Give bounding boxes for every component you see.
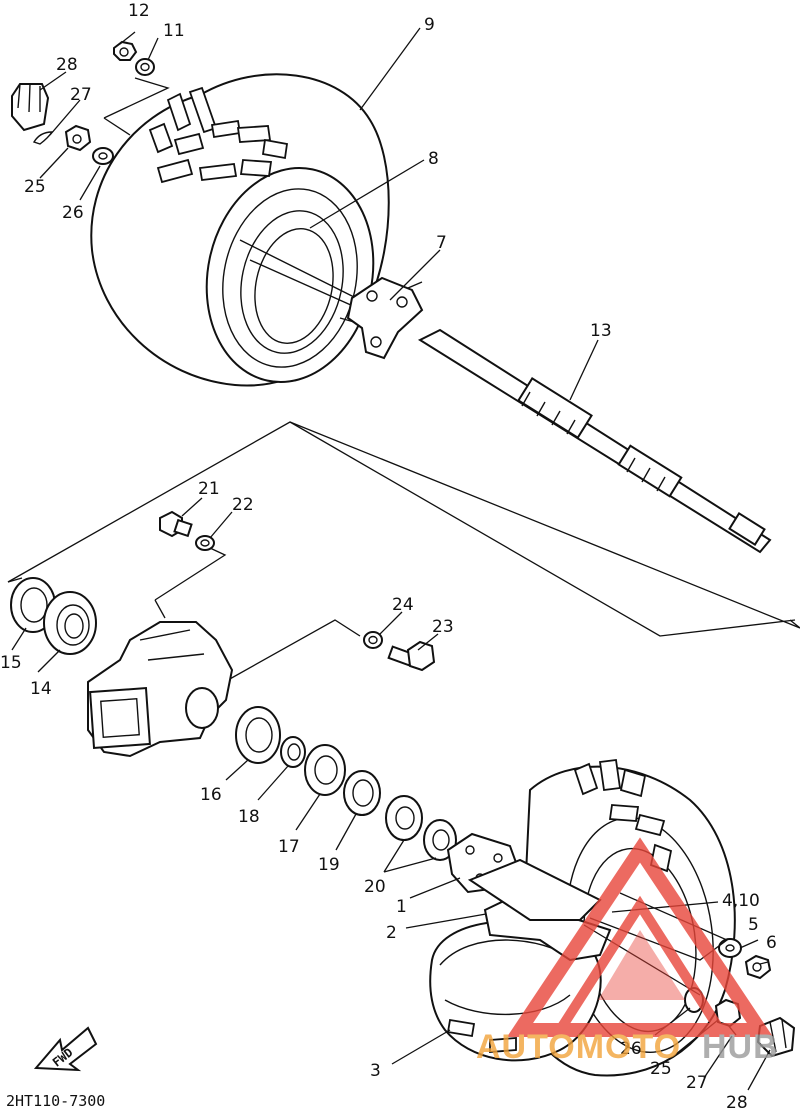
- cotter-pin-27-top: [32, 131, 54, 145]
- label-24: 24: [392, 595, 414, 615]
- axle-housing: [87, 621, 234, 758]
- label-26-bottom: 26: [620, 1039, 642, 1059]
- nut-12: [113, 40, 138, 61]
- label-14: 14: [30, 679, 52, 699]
- label-16: 16: [200, 785, 222, 805]
- watermark-brand-left: AUTOMOTO: [476, 1028, 681, 1066]
- nut-6: [744, 954, 772, 980]
- bearing-17: [304, 744, 346, 796]
- label-20: 20: [364, 877, 386, 897]
- label-8: 8: [428, 149, 439, 169]
- washer-11: [135, 58, 155, 76]
- label-1: 1: [396, 897, 407, 917]
- rear-axle-shaft: [417, 328, 772, 554]
- bolt-23: [387, 640, 436, 672]
- label-11: 11: [163, 21, 185, 41]
- bearing-20a: [385, 795, 423, 841]
- label-22: 22: [232, 495, 254, 515]
- watermark-triangle: [506, 837, 774, 1037]
- label-7: 7: [436, 233, 447, 253]
- label-23: 23: [432, 617, 454, 637]
- washer-22: [195, 535, 215, 551]
- washer-24: [363, 631, 383, 649]
- label-3: 3: [370, 1061, 381, 1081]
- bolt-21: [159, 510, 193, 538]
- label-27-top: 27: [70, 85, 92, 105]
- label-2: 2: [386, 923, 397, 943]
- label-6: 6: [766, 933, 777, 953]
- spacer-18: [280, 736, 306, 768]
- label-25-top: 25: [24, 177, 46, 197]
- label-12: 12: [128, 1, 150, 21]
- oil-seal-19: [343, 770, 381, 816]
- nut-25-top: [64, 124, 92, 152]
- label-19: 19: [318, 855, 340, 875]
- label-5: 5: [748, 915, 759, 935]
- label-9: 9: [424, 15, 435, 35]
- watermark-logo: AUTOMOTO HUB: [476, 837, 779, 1066]
- upper-wheel-tire: [90, 73, 390, 387]
- label-4-10: 4,10: [722, 891, 760, 911]
- wheel-hub: [339, 276, 424, 360]
- label-28-bottom: 28: [726, 1093, 748, 1110]
- label-28-top: 28: [56, 55, 78, 75]
- cap-28-bottom: [756, 1016, 796, 1058]
- label-25-bottom: 25: [650, 1059, 672, 1079]
- label-18: 18: [238, 807, 260, 827]
- washer-26-top: [92, 147, 114, 165]
- bearing-16: [235, 706, 281, 764]
- label-26-top: 26: [62, 203, 84, 223]
- cap-28-top: [11, 83, 50, 132]
- drawing-code: 2HT110-7300: [6, 1092, 105, 1110]
- washer-5: [718, 938, 742, 958]
- label-15: 15: [0, 653, 22, 673]
- watermark-brand-right: HUB: [702, 1028, 779, 1066]
- label-13: 13: [590, 321, 612, 341]
- label-27-bottom: 27: [686, 1073, 708, 1093]
- label-17: 17: [278, 837, 300, 857]
- label-21: 21: [198, 479, 220, 499]
- forward-arrow: FWD: [33, 1026, 98, 1072]
- bearing-14: [43, 591, 97, 655]
